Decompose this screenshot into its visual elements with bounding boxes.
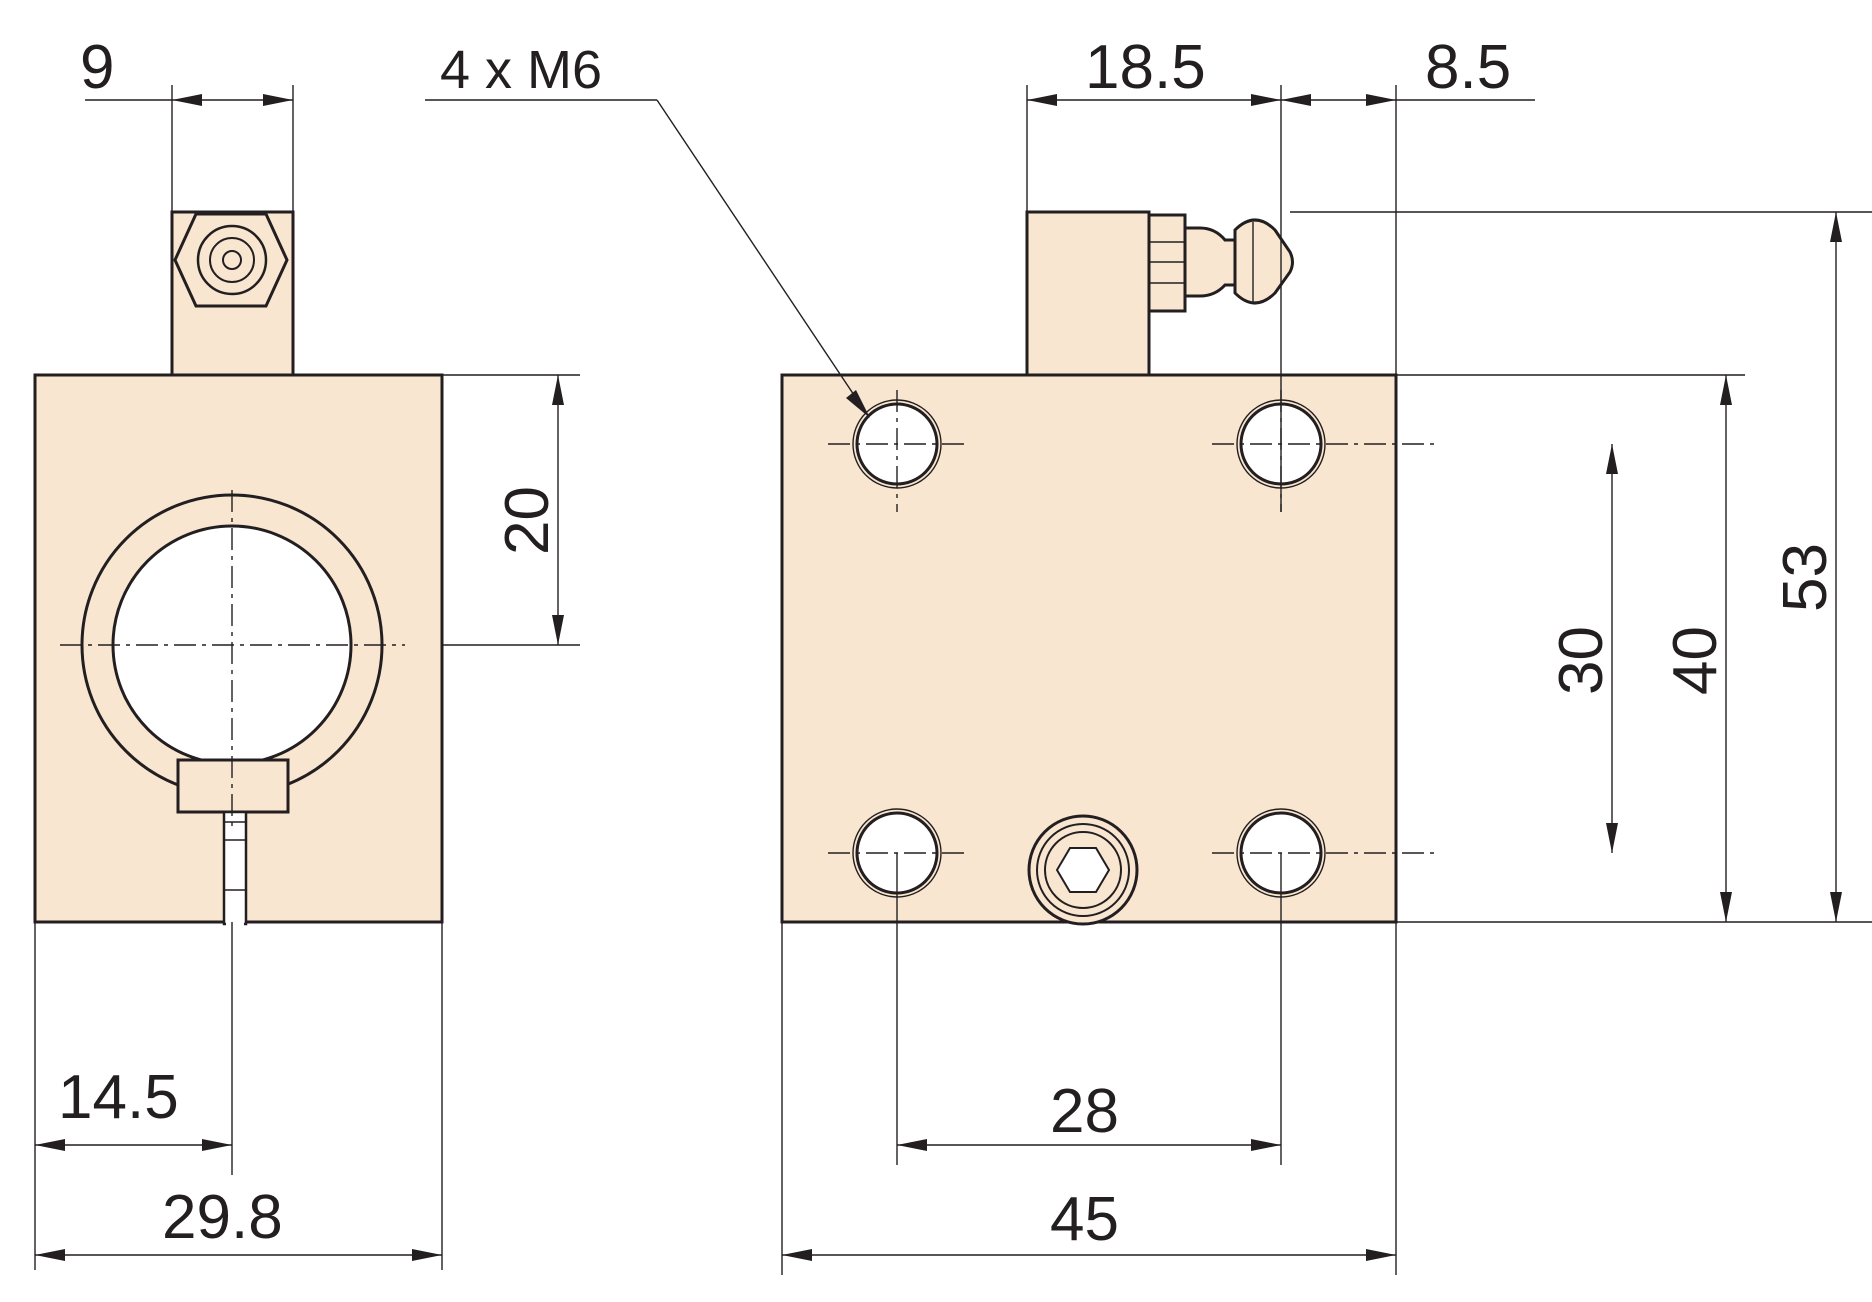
left-dimensions: 9 20 14.5 29.8 xyxy=(34,33,580,1270)
right-view xyxy=(780,210,1440,926)
dim-53: 53 xyxy=(1771,543,1840,612)
grease-nipple-side-icon xyxy=(1147,213,1294,313)
dim-40: 40 xyxy=(1661,626,1730,695)
clamp-slit xyxy=(222,810,248,926)
socket-screw-icon xyxy=(1027,814,1139,926)
dim-20: 20 xyxy=(493,486,562,555)
dim-45: 45 xyxy=(1050,1185,1119,1254)
dim-30: 30 xyxy=(1547,626,1616,695)
grease-nipple-hex-icon xyxy=(173,212,289,308)
clamp-tab xyxy=(176,758,290,814)
dim-8-5: 8.5 xyxy=(1425,33,1511,102)
dim-14-5: 14.5 xyxy=(58,1063,179,1132)
dim-28: 28 xyxy=(1050,1077,1119,1146)
right-dimensions: 4 x M6 18.5 8.5 30 40 53 xyxy=(425,33,1872,1275)
dim-9: 9 xyxy=(80,33,114,102)
right-post xyxy=(1025,210,1151,377)
thread-callout: 4 x M6 xyxy=(440,40,602,100)
left-view xyxy=(33,210,444,926)
dim-18-5: 18.5 xyxy=(1085,33,1206,102)
dim-29-8: 29.8 xyxy=(162,1183,283,1252)
